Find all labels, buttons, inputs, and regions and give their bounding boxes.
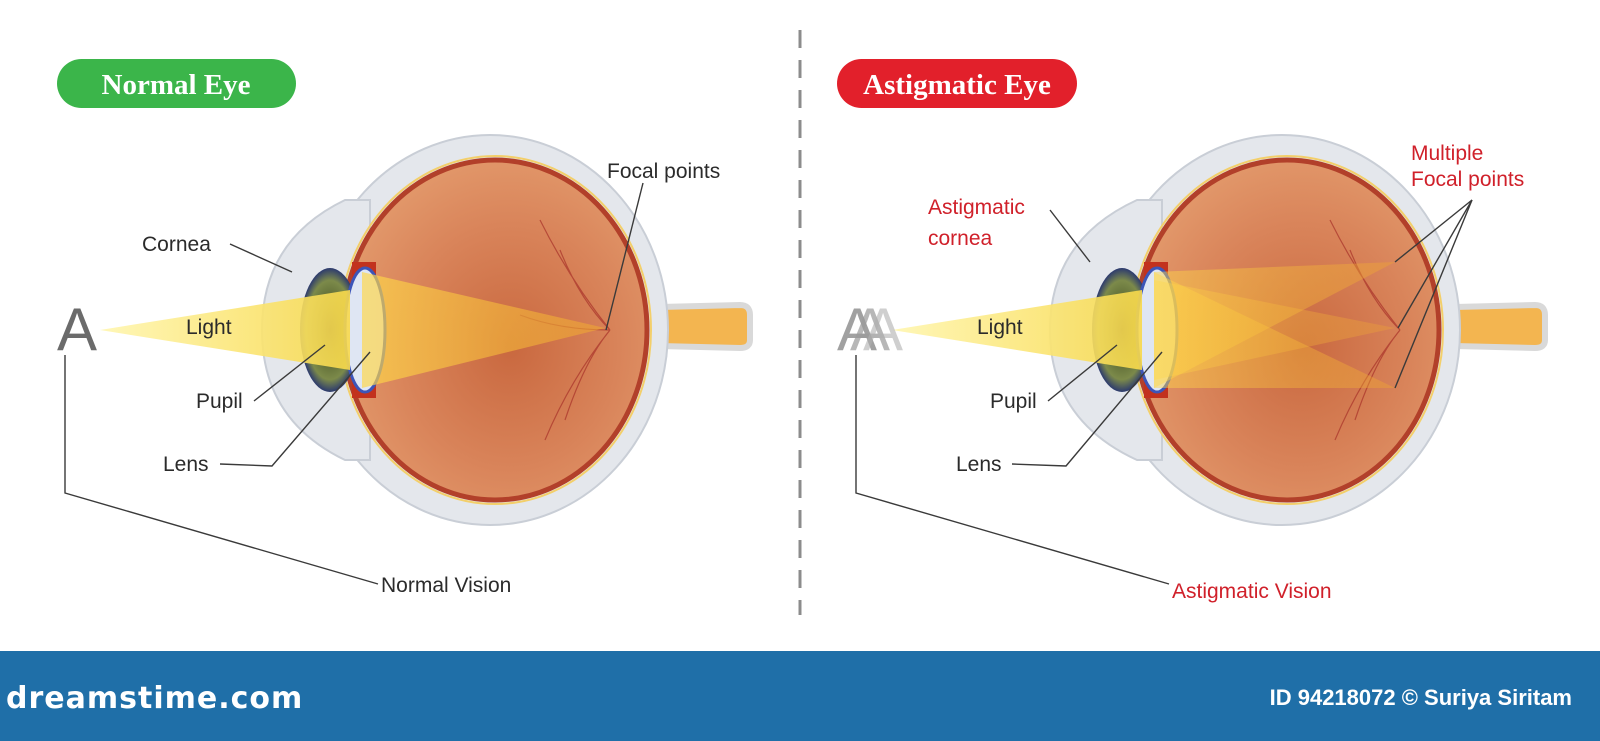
- leader-pupil-right: [1047, 344, 1118, 402]
- normal-eye-panel: Normal Eye A Focal points: [57, 59, 753, 597]
- leader-focal: [605, 182, 644, 331]
- label-light-right: Light: [977, 316, 1023, 339]
- label-cornea-red: cornea: [928, 227, 993, 250]
- leader-focal-1: [1394, 199, 1473, 263]
- label-focal-points: Focal points: [607, 160, 720, 183]
- label-normal-vision: Normal Vision: [381, 574, 511, 597]
- label-light: Light: [186, 316, 232, 339]
- beam-3: [1154, 280, 1395, 380]
- normal-eye-illustration: [100, 134, 753, 526]
- astigmatic-eye-illustration: [892, 134, 1548, 526]
- label-lens-right: Lens: [956, 453, 1002, 476]
- label-multiple: Multiple: [1411, 142, 1483, 165]
- normal-eye-title-pill: [57, 59, 296, 108]
- object-letter-a-blur-3: A: [863, 296, 903, 363]
- leader-astigmatic-cornea: [1049, 209, 1091, 263]
- leader-lens: [219, 351, 371, 467]
- astigmatic-eye-panel: Astigmatic Eye A A A Multiple Focal poin…: [837, 59, 1548, 603]
- label-astigmatic-vision: Astigmatic Vision: [1172, 580, 1332, 603]
- normal-eye-title: Normal Eye: [102, 69, 251, 101]
- label-cornea: Cornea: [142, 233, 211, 256]
- label-astigmatic: Astigmatic: [928, 196, 1025, 219]
- footer-bar: dreamstime.com ID 94218072 © Suriya Siri…: [0, 651, 1600, 741]
- image-credit: ID 94218072 © Suriya Siritam: [1269, 685, 1572, 710]
- astigmatic-eye-title: Astigmatic Eye: [863, 69, 1051, 101]
- incoming-light: [892, 290, 1142, 370]
- leader-vision: [64, 355, 379, 585]
- object-letter-a-blur-1: A: [837, 296, 877, 363]
- focused-beam: [362, 272, 605, 388]
- leader-focal-3: [1394, 199, 1473, 389]
- leader-lens-right: [1011, 351, 1163, 467]
- label-pupil-right: Pupil: [990, 390, 1037, 413]
- object-letter-a: A: [57, 296, 97, 363]
- leader-focal-2: [1397, 199, 1473, 329]
- object-letter-a-blur-2: A: [850, 296, 890, 363]
- astigmatism-diagram: Normal Eye A Focal points: [57, 30, 1548, 615]
- dreamstime-logo[interactable]: dreamstime.com: [6, 681, 304, 716]
- label-pupil: Pupil: [196, 390, 243, 413]
- blood-vessels: [519, 219, 611, 441]
- leader-vision-right: [855, 355, 1170, 585]
- label-lens: Lens: [163, 453, 209, 476]
- incoming-light: [100, 290, 350, 370]
- label-focal-points-red: Focal points: [1411, 168, 1524, 191]
- leader-cornea: [229, 243, 293, 273]
- astigmatic-eye-title-pill: [837, 59, 1077, 108]
- leader-pupil: [253, 344, 326, 402]
